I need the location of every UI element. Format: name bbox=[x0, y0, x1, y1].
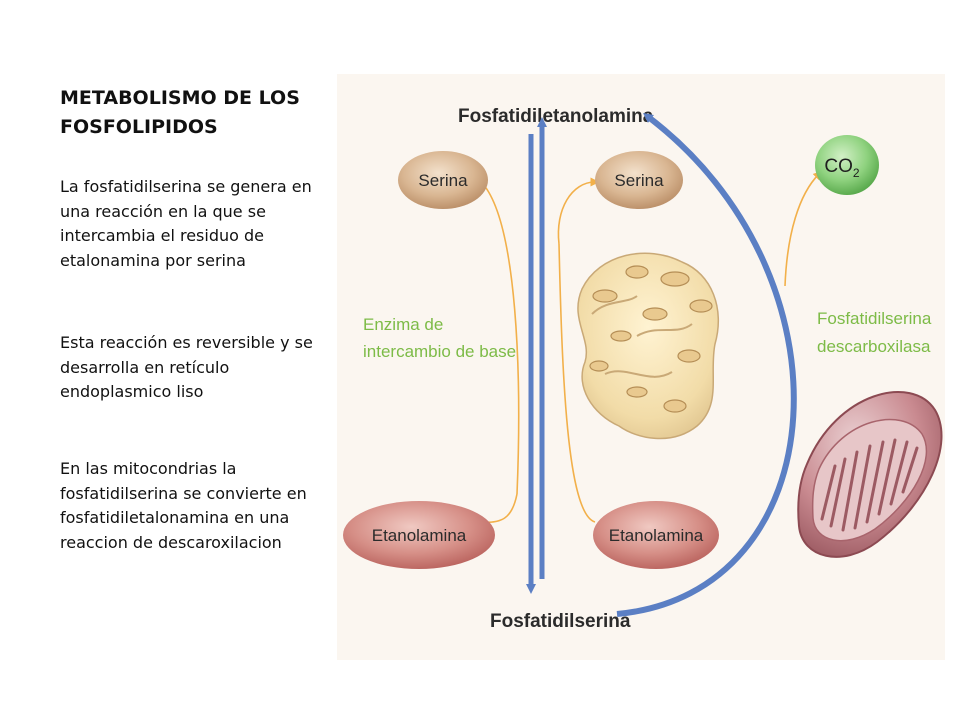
arrow-decarboxylation-loop bbox=[616, 112, 797, 617]
label-enzima-intercambio: Enzima de intercambio de base bbox=[363, 315, 516, 361]
label-descarboxilasa-line-1: Fosfatidilserina bbox=[817, 309, 932, 328]
label-fosfatidilserina: Fosfatidilserina bbox=[490, 611, 631, 632]
node-etanolamina-left-label: Etanolamina bbox=[372, 526, 467, 545]
node-serina-right: Serina bbox=[595, 151, 683, 209]
arrow-serina-in bbox=[482, 183, 520, 495]
slide-title: METABOLISMO DE LOS FOSFOLIPIDOS bbox=[60, 87, 300, 138]
label-enzima-line-1: Enzima de bbox=[363, 315, 443, 334]
mitochondrion-illustration bbox=[797, 391, 943, 558]
node-co2: CO2 bbox=[815, 135, 879, 195]
node-etanolamina-right: Etanolamina bbox=[593, 501, 719, 569]
node-etanolamina-left: Etanolamina bbox=[343, 501, 495, 569]
label-descarboxilasa-line-2: descarboxilasa bbox=[817, 337, 931, 356]
label-fosfatidilserina-descarboxilasa: Fosfatidilserina descarboxilasa bbox=[817, 309, 936, 356]
node-co2-label: CO2 bbox=[824, 156, 860, 180]
paragraph-serine-synthesis: La fosfatidilserina se genera en una rea… bbox=[60, 177, 312, 270]
arrow-serina-out bbox=[557, 177, 600, 245]
node-etanolamina-right-label: Etanolamina bbox=[609, 526, 704, 545]
co2-base: CO bbox=[824, 156, 853, 177]
label-fosfatidiletanolamina: Fosfatidiletanolamina bbox=[458, 106, 654, 127]
paragraph-mitochondria: En las mitocondrias la fosfatidilserina … bbox=[60, 459, 307, 552]
label-enzima-line-2: intercambio de base bbox=[363, 342, 516, 361]
co2-subscript: 2 bbox=[853, 166, 860, 180]
arrow-co2-out bbox=[784, 170, 823, 287]
smooth-er-illustration bbox=[577, 252, 719, 440]
node-serina-left: Serina bbox=[398, 151, 488, 209]
node-serina-right-label: Serina bbox=[614, 171, 664, 190]
phospholipid-metabolism-diagram: Fosfatidiletanolamina Fosfatidilserina S… bbox=[337, 74, 945, 660]
node-serina-left-label: Serina bbox=[418, 171, 468, 190]
arrow-etanolamina-in bbox=[558, 243, 596, 523]
paragraph-reversible-reaction: Esta reacción es reversible y se desarro… bbox=[60, 333, 313, 401]
